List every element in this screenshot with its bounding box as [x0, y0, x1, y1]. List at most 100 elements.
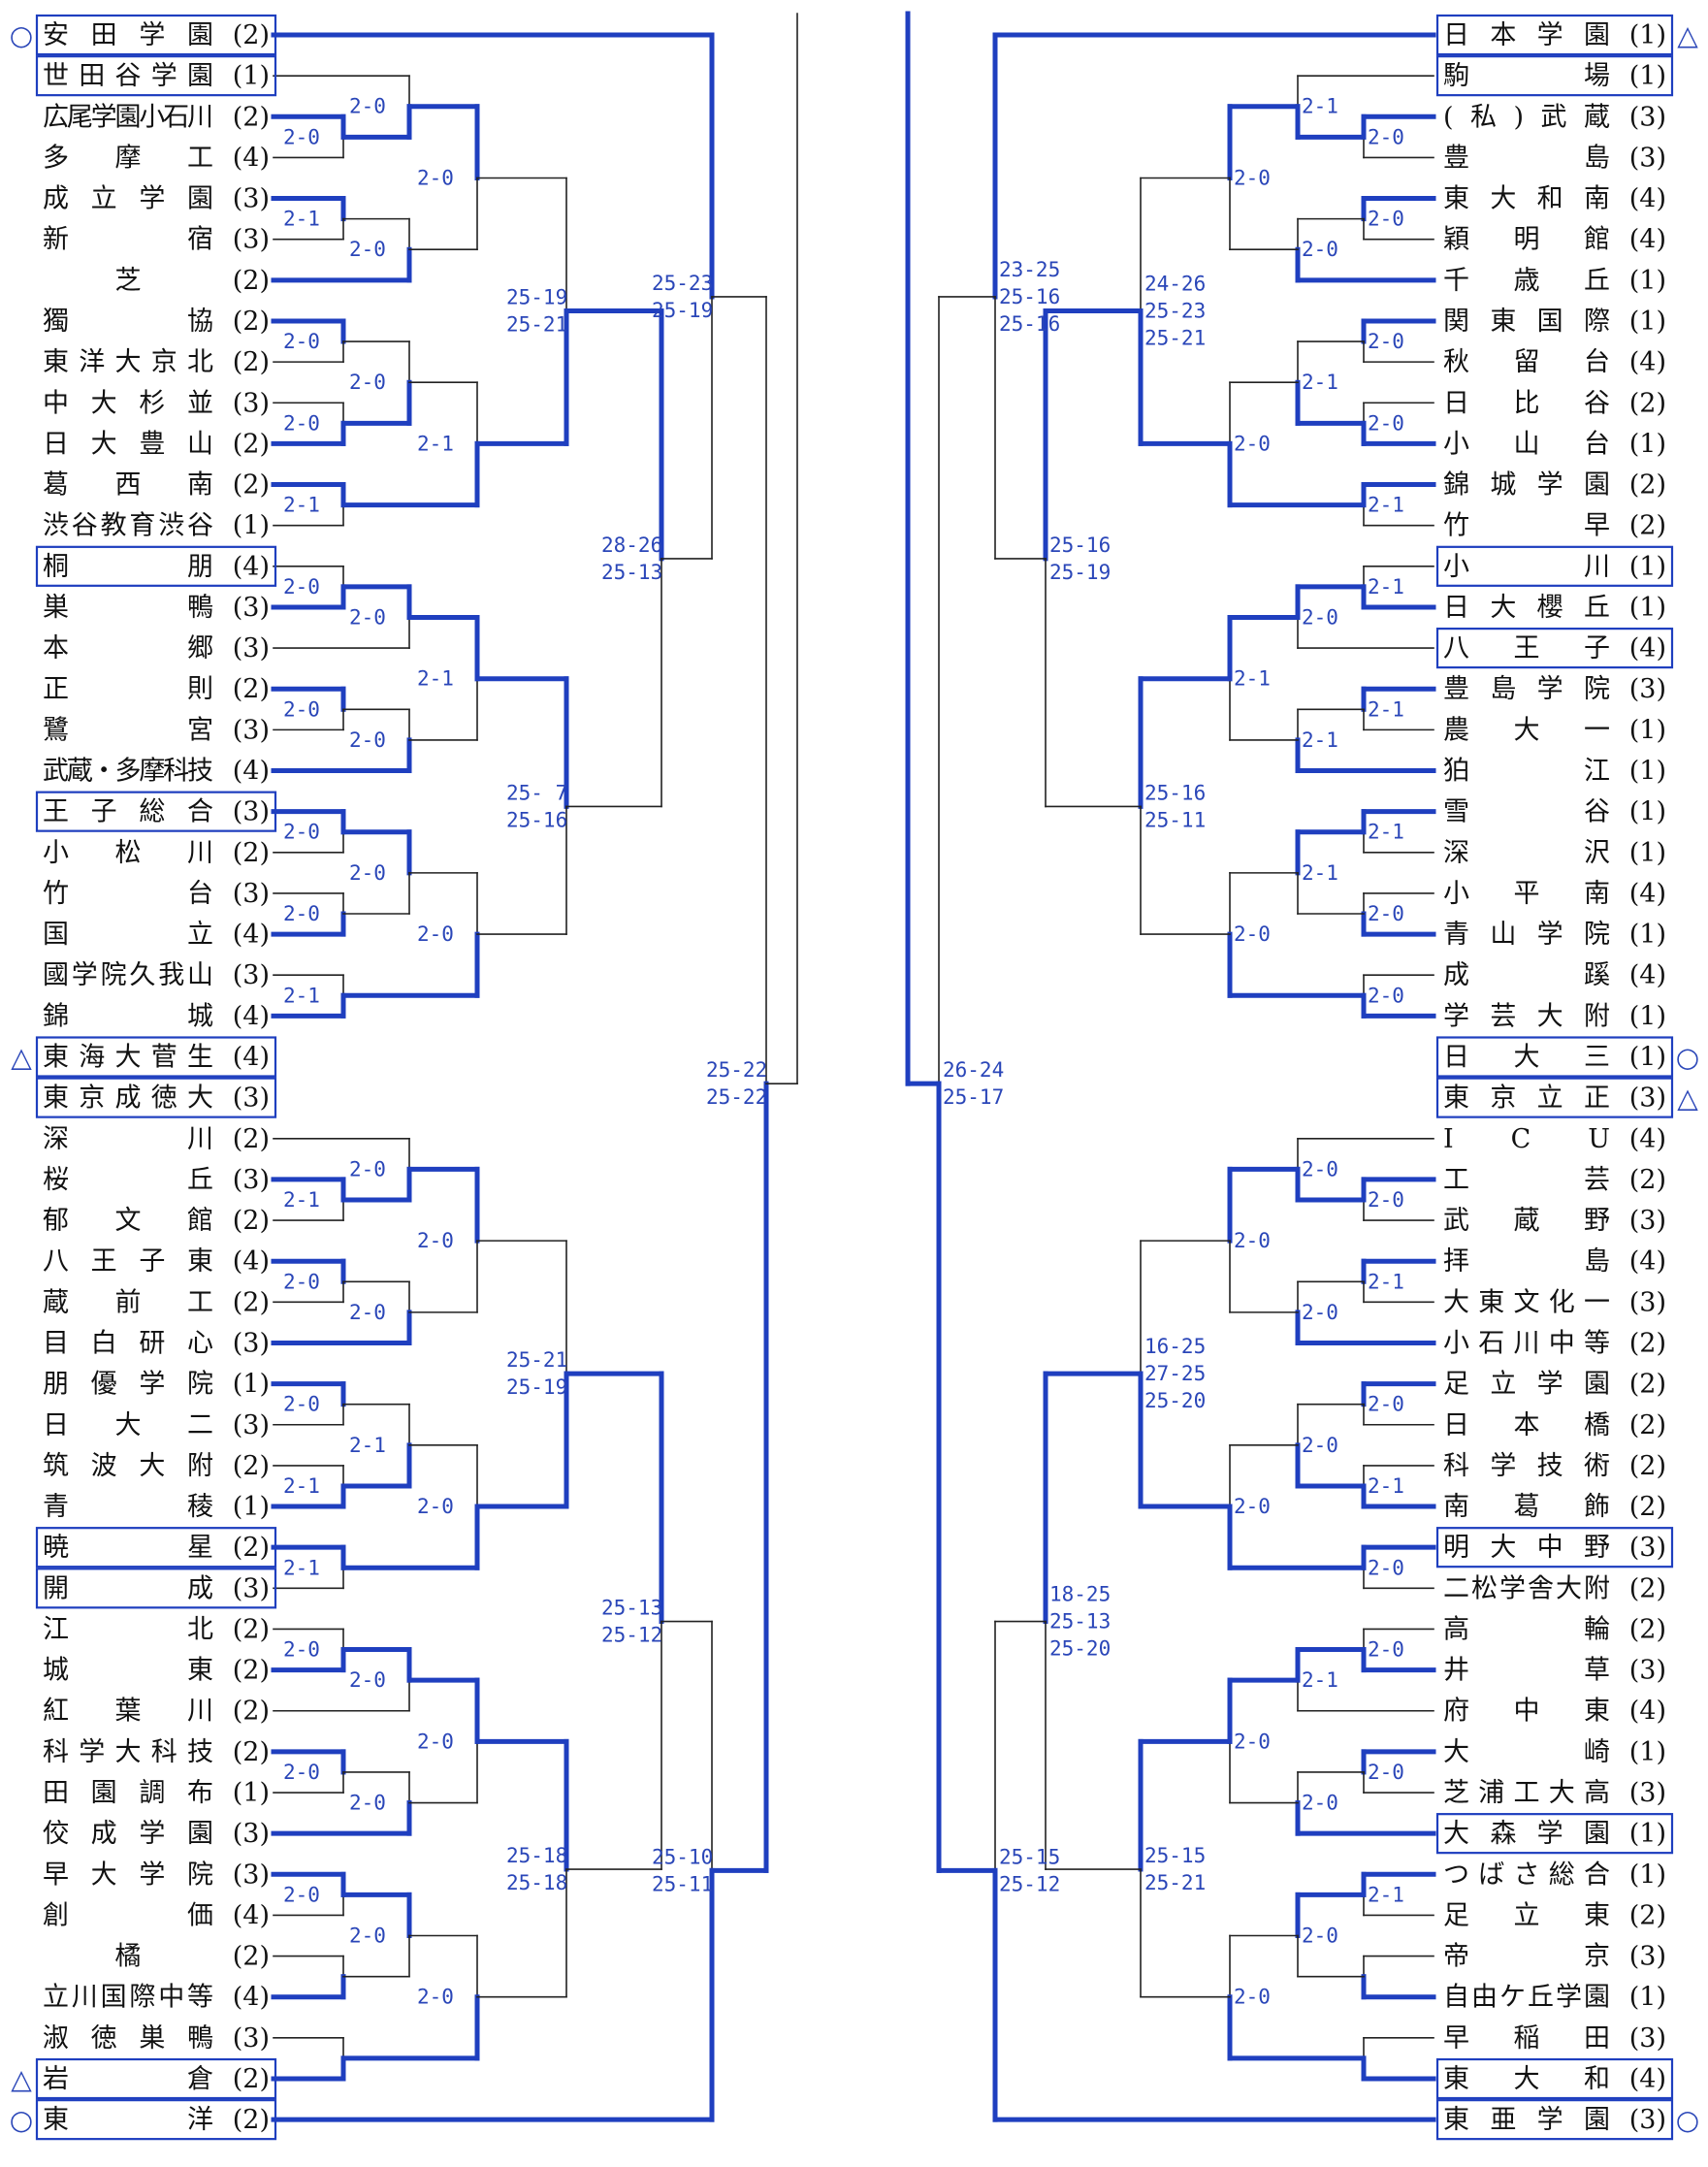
team-left-46: 創価 (4): [43, 1900, 270, 1930]
team-name: 新宿: [43, 225, 213, 255]
team-region: (1): [1629, 920, 1666, 950]
score-r1: 2-1: [1368, 1883, 1404, 1906]
seed-box: [35, 791, 277, 832]
score-r1: 2-1: [283, 494, 320, 517]
team-name: 学芸大附: [1443, 1001, 1610, 1031]
team-right-17: 農大一(1): [1443, 715, 1666, 745]
team-name: 八王子: [1443, 633, 1610, 663]
team-name: 本郷: [43, 633, 213, 663]
team-name: 深沢: [1443, 838, 1610, 868]
team-name: 関東国際: [1443, 307, 1610, 337]
team-region: (1): [1629, 552, 1666, 582]
team-left-47: 橘(2): [115, 1942, 271, 1972]
team-region: (3): [1629, 2105, 1666, 2135]
team-region: (3): [233, 1084, 270, 1114]
team-name: 明大中野: [1443, 1533, 1610, 1563]
team-name: 日大二: [43, 1410, 213, 1440]
team-left-28: 桜丘(3): [43, 1165, 270, 1195]
team-right-49: 早稲田(3): [1443, 2023, 1666, 2054]
team-name: 二松学舎大附: [1443, 1573, 1610, 1603]
team-region: (1): [1629, 1983, 1666, 2013]
team-region: (1): [1629, 1860, 1666, 1890]
team-region: (3): [233, 1328, 270, 1358]
team-region: (3): [233, 715, 270, 745]
team-region: (1): [1629, 1737, 1666, 1767]
team-right-22: 青山学院(1): [1443, 920, 1666, 950]
team-region: (2): [1629, 1492, 1666, 1522]
score-r2: 2-0: [349, 1792, 386, 1815]
team-name: 桜丘: [43, 1165, 213, 1195]
seed-box: [1435, 2057, 1674, 2100]
team-region: (4): [233, 143, 270, 173]
team-right-11: 錦城学園(2): [1443, 470, 1666, 501]
team-region: (4): [233, 1983, 270, 2013]
team-region: (4): [233, 1900, 270, 1930]
seed-box: [1435, 1813, 1674, 1855]
team-right-1: 駒場(1): [1443, 61, 1666, 91]
score-r3: 2-0: [417, 166, 454, 189]
team-name: 巣鴨: [43, 593, 213, 623]
team-region: (2): [233, 102, 270, 132]
team-right-6: 千歳丘(1): [1443, 266, 1666, 296]
team-region: (3): [1629, 143, 1666, 173]
score-r1: 2-1: [283, 1188, 320, 1212]
team-region: (3): [1629, 674, 1666, 704]
team-name: 紅葉川: [43, 1697, 213, 1727]
seed-box: [35, 1568, 277, 1609]
team-region: (2): [1629, 1900, 1666, 1930]
team-region: (4): [233, 920, 270, 950]
team-right-2: (私)武蔵(3): [1443, 102, 1666, 132]
team-right-0: 日本学園(1): [1443, 20, 1666, 50]
team-region: (4): [1629, 1697, 1666, 1727]
seed-mark: ○: [10, 2104, 33, 2136]
team-region: (1): [233, 61, 270, 91]
team-region: (3): [233, 1410, 270, 1440]
team-region: (4): [1629, 960, 1666, 990]
team-left-18: 武蔵・多摩科技(4): [43, 757, 270, 787]
team-left-32: 目白研心(3): [43, 1328, 270, 1358]
team-name: 穎明館: [1443, 225, 1610, 255]
team-name: 早稲田: [1443, 2023, 1610, 2054]
score-r1: 2-0: [1368, 1556, 1404, 1579]
team-region: (4): [1629, 184, 1666, 214]
team-name: 多摩工: [43, 143, 213, 173]
team-right-14: 日大櫻丘(1): [1443, 593, 1666, 623]
seed-box: [35, 1036, 277, 1078]
team-right-29: 武蔵野(3): [1443, 1206, 1666, 1236]
team-name: 佼成学園: [43, 1819, 213, 1849]
score-r1: 2-1: [1368, 494, 1404, 517]
team-name: 東亜学園: [1443, 2105, 1610, 2135]
team-region: (2): [1629, 1370, 1666, 1400]
team-name: 葛西南: [43, 470, 213, 501]
team-name: 立川国際中等: [43, 1983, 213, 2013]
team-right-37: 明大中野(3): [1443, 1533, 1666, 1563]
team-region: (4): [1629, 633, 1666, 663]
score-r3: 2-0: [417, 1495, 454, 1518]
team-region: (2): [233, 1697, 270, 1727]
score-r1: 2-0: [283, 575, 320, 598]
team-left-8: 東洋大京北(2): [43, 347, 270, 377]
score-r3: 2-1: [417, 667, 454, 691]
score-r2: 2-0: [1302, 1157, 1338, 1181]
team-region: (2): [233, 1737, 270, 1767]
score-r1: 2-1: [1368, 1474, 1404, 1498]
seed-mark: ○: [1676, 2104, 1699, 2136]
team-right-44: 大森学園(1): [1443, 1819, 1666, 1849]
team-name: 創価: [43, 1900, 213, 1930]
score-r2: 2-0: [349, 1668, 386, 1692]
team-right-15: 八王子 (4): [1443, 633, 1666, 663]
seed-mark: ○: [1676, 1042, 1699, 1074]
score-r1: 2-1: [283, 1556, 320, 1579]
score-r1: 2-0: [1368, 1188, 1404, 1212]
score-r1: 2-1: [283, 208, 320, 231]
score-r3: 2-0: [1234, 1986, 1271, 2009]
score-r3: 2-0: [417, 922, 454, 946]
team-name: 淑徳巣鴨: [43, 2023, 213, 2054]
team-name: 王子総合: [43, 797, 213, 827]
team-region: (2): [1629, 388, 1666, 418]
team-name: 国立: [43, 920, 213, 950]
